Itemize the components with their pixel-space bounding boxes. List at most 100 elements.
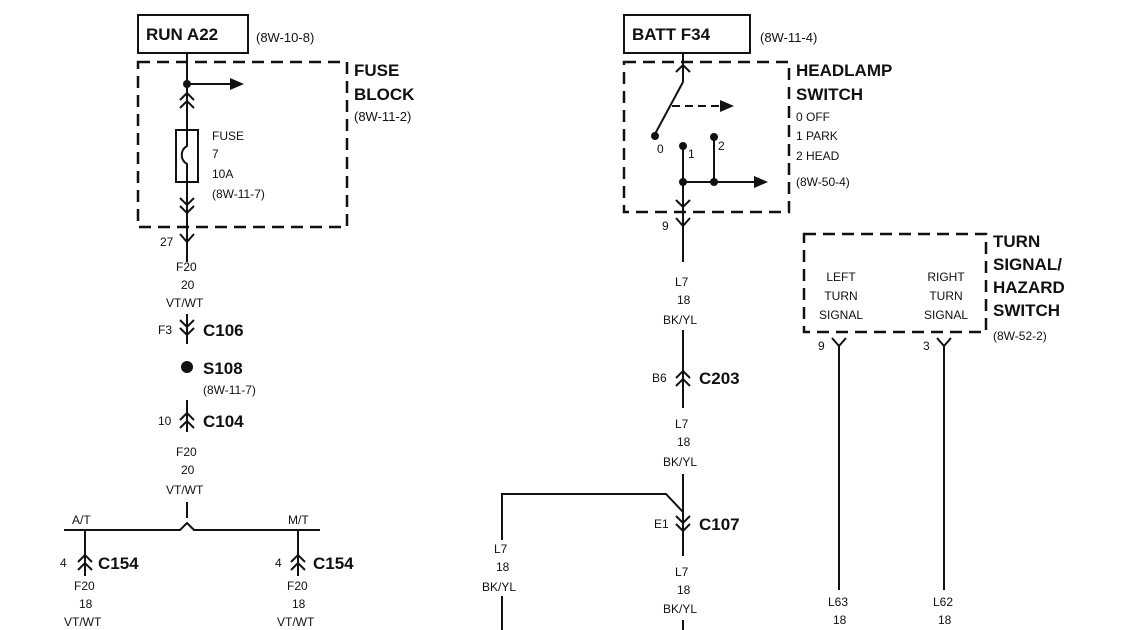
turn-switch-title-4: SWITCH [993,301,1060,320]
connector-chevron-icon [179,411,195,421]
arrow-right-icon [720,100,734,112]
wire-2-gauge: 20 [181,463,195,477]
middle-circuit: BATT F34 (8W-11-4) HEADLAMP SWITCH 0 OFF… [482,14,892,630]
run-a22-ref: (8W-10-8) [256,30,314,45]
connector-chevron-icon [179,319,195,329]
right-signal-l1: RIGHT [927,270,965,284]
headlamp-switch-title-2: SWITCH [796,85,863,104]
batt-f34-label: BATT F34 [632,25,711,44]
connector-chevron-icon [290,553,306,563]
turn-switch-title-2: SIGNAL/ [993,255,1062,274]
left-signal-l3: SIGNAL [819,308,863,322]
wire-at-gauge: 18 [79,597,93,611]
run-a22-label: RUN A22 [146,25,218,44]
wire-1-gauge: 20 [181,278,195,292]
connector-chevron-icon [179,197,195,207]
pin-fork-icon [179,233,195,244]
connector-chevron-icon [675,63,691,73]
wire-right-code: L62 [933,595,953,609]
batt-f34-ref: (8W-11-4) [760,30,817,45]
connector-chevron-icon [675,377,691,387]
turn-switch-ref: (8W-52-2) [993,329,1047,343]
arrow-right-icon [230,78,244,90]
c107-name: C107 [699,515,740,534]
wire-at-code: F20 [74,579,95,593]
branch-mt-label: M/T [288,513,309,527]
contact-0-label: 0 [657,142,664,156]
fuse-element-icon [180,130,188,182]
c104-pin: 10 [158,414,172,428]
wire-left-gauge: 18 [833,613,847,627]
fuse-block-title-1: FUSE [354,61,399,80]
connector-chevron-icon [675,369,691,379]
pin-fork-icon [936,337,952,348]
branch-at-label: A/T [72,513,91,527]
pin-right: 3 [923,339,930,353]
left-signal-l2: TURN [824,289,857,303]
connector-chevron-icon [77,561,93,571]
contact-2-label: 2 [718,139,725,153]
wire-mt-code: F20 [287,579,308,593]
wire-right-gauge: 18 [938,613,952,627]
fuse-rating: 10A [212,167,233,181]
headlamp-switch-title-1: HEADLAMP [796,61,892,80]
pin-left: 9 [818,339,825,353]
wire-2-color: VT/WT [166,483,204,497]
pin-9: 9 [662,219,669,233]
headlamp-pos-2: 2 HEAD [796,149,840,163]
wire-1-color: VT/WT [166,296,204,310]
connector-chevron-icon [290,561,306,571]
headlamp-pos-0: 0 OFF [796,110,830,124]
connector-chevron-icon [179,419,195,429]
c154-mt-name: C154 [313,554,354,573]
wire-2-code: L7 [675,417,689,431]
headlamp-ref: (8W-50-4) [796,175,850,189]
contact-1-label: 1 [688,147,695,161]
wire-3-code: L7 [675,565,689,579]
connector-chevron-icon [675,515,691,525]
wire-1-color: BK/YL [663,313,697,327]
wire-2-code: F20 [176,445,197,459]
left-signal-l1: LEFT [826,270,856,284]
wire-branch-split [64,521,320,531]
wire-2-color: BK/YL [663,455,697,469]
fuse-ref: (8W-11-7) [212,187,265,201]
contact-0-dot [651,132,659,140]
switch-blade [654,81,684,135]
connector-chevron-icon [179,205,195,215]
wire-mt-gauge: 18 [292,597,306,611]
connector-chevron-icon [179,327,195,337]
wire-1-gauge: 18 [677,293,691,307]
wire-branch-l7 [501,493,684,630]
wire-3-color: BK/YL [663,602,697,616]
turn-switch-title-3: HAZARD [993,278,1065,297]
fuse-block-outline [136,60,349,229]
connector-chevron-icon [77,553,93,563]
connector-chevron-icon [675,199,691,209]
connector-chevron-icon [179,91,195,101]
wire-branch-code: L7 [494,542,508,556]
wire-1-code: F20 [176,260,197,274]
label-bg [279,576,317,630]
fuse-number: 7 [212,147,219,161]
c154-at-name: C154 [98,554,139,573]
wire-1-code: L7 [675,275,689,289]
pin-27: 27 [160,235,174,249]
c104-name: C104 [203,412,244,431]
label-bg [486,540,526,596]
c154-at-pin: 4 [60,556,67,570]
c154-mt-pin: 4 [275,556,282,570]
wire-at-color: VT/WT [64,615,102,629]
c106-pin: F3 [158,323,172,337]
headlamp-pos-1: 1 PARK [796,129,838,143]
batt-f34-box [623,14,751,54]
c203-pin: B6 [652,371,667,385]
arrow-right-icon [754,176,768,188]
c106-name: C106 [203,321,244,340]
right-signal-l2: TURN [929,289,962,303]
turn-signal-switch-outline [802,232,988,334]
fuse-label: FUSE [212,129,244,143]
right-circuit: TURN SIGNAL/ HAZARD SWITCH (8W-52-2) LEF… [802,232,1065,627]
